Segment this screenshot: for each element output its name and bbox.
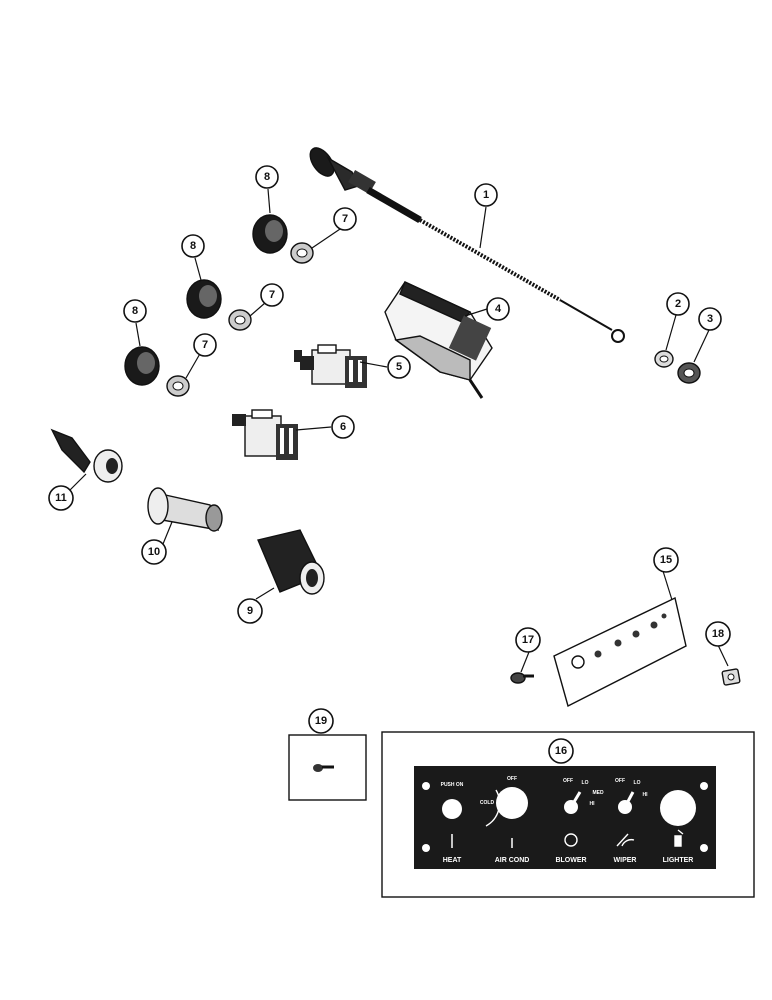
clip-nut-18-part xyxy=(721,668,741,686)
part-19-box xyxy=(288,734,367,801)
fan-icon xyxy=(564,833,578,847)
callout-7a: 7 xyxy=(333,207,357,231)
svg-text:8: 8 xyxy=(264,171,270,183)
panel-label-heat: HEAT xyxy=(443,857,462,864)
panel-label-wiper-off: OFF xyxy=(615,778,625,784)
callout-3: 3 xyxy=(698,307,722,331)
svg-text:4: 4 xyxy=(495,303,502,315)
washer-2-part xyxy=(654,350,674,368)
svg-text:16: 16 xyxy=(555,745,567,757)
panel-label-blower: BLOWER xyxy=(555,857,586,864)
panel-label-lighter: LIGHTER xyxy=(663,857,694,864)
svg-text:1: 1 xyxy=(483,189,489,201)
knob-8c-part xyxy=(124,346,160,386)
svg-text:11: 11 xyxy=(55,492,67,504)
callout-2: 2 xyxy=(666,292,690,316)
nut-7c-part xyxy=(166,375,190,397)
nut-3-part xyxy=(677,362,701,384)
panel-label-cold: COLD xyxy=(480,800,495,806)
lighter-icon xyxy=(674,829,684,847)
callout-1: 1 xyxy=(474,183,498,207)
callout-15: 15 xyxy=(653,547,679,573)
panel-label-wiper-lo: LO xyxy=(634,780,641,786)
callout-8c: 8 xyxy=(123,299,147,323)
callout-7c: 7 xyxy=(193,333,217,357)
lighter-plug-11-part xyxy=(50,428,123,483)
screw-17-part xyxy=(510,672,534,684)
panel-label-wiper: WIPER xyxy=(614,857,637,864)
svg-text:8: 8 xyxy=(190,240,196,252)
switch-6-part xyxy=(232,409,298,460)
callout-11: 11 xyxy=(48,485,74,511)
svg-text:9: 9 xyxy=(247,605,253,617)
callout-9: 9 xyxy=(237,598,263,624)
knob-8a-part xyxy=(252,214,288,254)
switch-5-part xyxy=(294,344,367,388)
panel-label-blower-lo: LO xyxy=(582,780,589,786)
svg-text:17: 17 xyxy=(522,634,534,646)
leader-lines xyxy=(67,188,729,673)
wiper-icon xyxy=(616,833,635,847)
panel-label-off-air: OFF xyxy=(507,776,517,782)
svg-text:2: 2 xyxy=(675,298,681,310)
panel-label-blower-hi: HI xyxy=(590,801,596,807)
callout-4: 4 xyxy=(486,297,510,321)
svg-text:7: 7 xyxy=(342,213,348,225)
svg-text:7: 7 xyxy=(202,339,208,351)
nut-7a-part xyxy=(290,242,314,264)
panel-label-wiper-hi: HI xyxy=(643,792,649,798)
callout-8a: 8 xyxy=(255,165,279,189)
svg-text:15: 15 xyxy=(660,554,672,566)
svg-text:6: 6 xyxy=(340,421,346,433)
callout-8b: 8 xyxy=(181,234,205,258)
lighter-socket-9-part xyxy=(257,529,325,595)
lighter-housing-10-part xyxy=(147,487,223,532)
svg-text:19: 19 xyxy=(315,715,327,727)
mounting-plate-15-part xyxy=(553,596,687,708)
callout-17: 17 xyxy=(515,627,541,653)
panel-label-push-on: PUSH ON xyxy=(441,782,464,788)
callout-18: 18 xyxy=(705,621,731,647)
svg-text:8: 8 xyxy=(132,305,138,317)
callout-10: 10 xyxy=(141,539,167,565)
nut-7b-part xyxy=(228,309,252,331)
panel-label-blower-off: OFF xyxy=(563,778,573,784)
svg-text:10: 10 xyxy=(148,546,160,558)
svg-text:3: 3 xyxy=(707,313,713,325)
callout-5: 5 xyxy=(387,355,411,379)
panel-label-blower-med: MED xyxy=(592,790,604,796)
svg-text:5: 5 xyxy=(396,361,402,373)
callout-7b: 7 xyxy=(260,283,284,307)
rotary-switch-4-part xyxy=(384,281,493,399)
svg-text:7: 7 xyxy=(269,289,275,301)
callout-6: 6 xyxy=(331,415,355,439)
callout-19: 19 xyxy=(308,708,334,734)
panel-label-air-cond: AIR COND xyxy=(495,857,530,864)
throttle-cable-part xyxy=(309,147,625,343)
callout-16: 16 xyxy=(548,738,574,764)
knob-8b-part xyxy=(186,279,222,319)
svg-text:18: 18 xyxy=(712,628,724,640)
